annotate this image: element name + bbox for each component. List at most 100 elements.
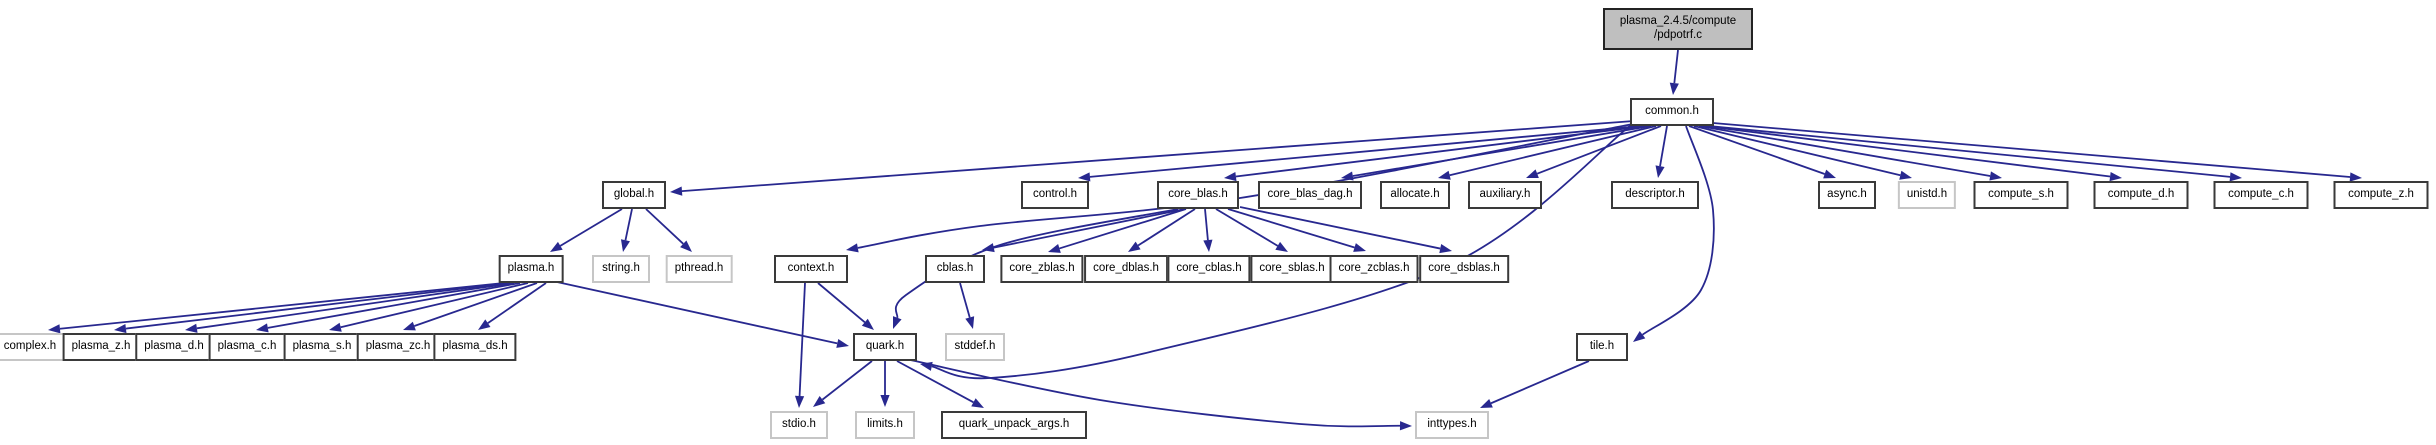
arrowhead-common_h-to-unistd_h	[1899, 170, 1912, 180]
arrowhead-common_h-to-descriptor_h	[1655, 165, 1665, 178]
node-plasma-s-h[interactable]: plasma_s.h	[283, 333, 361, 361]
node-inttypes-h: inttypes.h	[1415, 411, 1489, 439]
edge-global_h-to-plasma_h	[559, 208, 623, 247]
edge-context_h-to-quark_h	[817, 282, 866, 323]
arrowhead-quark_h-to-stdio_h	[813, 395, 826, 407]
node-allocate-h[interactable]: allocate.h	[1380, 181, 1450, 209]
node-core-zblas-h[interactable]: core_zblas.h	[1000, 255, 1084, 283]
edge-common_h-to-auxiliary_h	[1536, 125, 1662, 175]
arrowhead-quark_h-to-inttypes_h	[1399, 421, 1412, 431]
edge-global_h-to-pthread_h	[645, 208, 684, 245]
arrowhead-plasma_h-to-plasma_z_h	[114, 324, 127, 334]
edge-core_blas_h-to-core_dsblas_h	[1239, 206, 1441, 250]
node-async-h[interactable]: async.h	[1818, 181, 1876, 209]
node-core-cblas-h[interactable]: core_cblas.h	[1167, 255, 1251, 283]
arrowhead-context_h-to-quark_h	[861, 318, 874, 330]
node-core-blas-h[interactable]: core_blas.h	[1157, 181, 1239, 209]
node-plasma-c-h[interactable]: plasma_c.h	[208, 333, 286, 361]
edge-plasma_h-to-plasma_z_h	[125, 282, 510, 330]
node-core-dblas-h[interactable]: core_dblas.h	[1084, 255, 1168, 283]
edge-context_h-to-stdio_h	[798, 282, 806, 397]
node-pthread-h: pthread.h	[665, 255, 733, 283]
edge-core_blas_h-to-core_zblas_h	[1059, 208, 1187, 250]
node-quark-h[interactable]: quark.h	[853, 333, 917, 361]
arrowhead-plasma_h-to-plasma_s_h	[329, 322, 342, 332]
node-auxiliary-h[interactable]: auxiliary.h	[1468, 181, 1542, 209]
edge-common_h-to-async_h	[1688, 125, 1825, 175]
edge-common_h-to-compute_z_h	[1712, 122, 2351, 178]
node-plasma-z-h[interactable]: plasma_z.h	[62, 333, 140, 361]
arrowhead-plasma_h-to-plasma_zc_h	[403, 321, 416, 331]
edge-common_h-to-core_blas_dag_h	[1352, 125, 1652, 177]
edge-cblas_h-to-stddef_h	[959, 282, 971, 318]
edge-common_h-to-unistd_h	[1693, 125, 1901, 177]
arrowhead-core_blas_h-to-core_zblas_h	[1048, 244, 1061, 253]
arrowhead-common_h-to-compute_z_h	[2349, 172, 2362, 182]
node-common-h[interactable]: common.h	[1630, 98, 1714, 126]
edge-common_h-to-allocate_h	[1449, 125, 1657, 177]
node-stdio-h: stdio.h	[770, 411, 828, 439]
arrowhead-cblas_h-to-stddef_h	[965, 316, 975, 329]
edge-common_h-to-compute_c_h	[1708, 125, 2231, 178]
node-compute-d-h[interactable]: compute_d.h	[2093, 181, 2189, 209]
node-plasma-zc-h[interactable]: plasma_zc.h	[356, 333, 440, 361]
edge-tile_h-to-inttypes_h	[1490, 360, 1590, 405]
arrowhead-global_h-to-pthread_h	[680, 240, 692, 252]
node-global-h[interactable]: global.h	[602, 181, 666, 209]
node-label-line: /pdpotrf.c	[1654, 29, 1702, 41]
node-label-line: plasma_2.4.5/compute	[1619, 15, 1737, 28]
arrowhead-global_h-to-plasma_h	[550, 241, 563, 252]
edge-core_blas_h-to-core_dblas_h	[1137, 208, 1196, 247]
node-descriptor-h[interactable]: descriptor.h	[1611, 181, 1699, 209]
node-cblas-h[interactable]: cblas.h	[925, 255, 985, 283]
node-quark-unpack-args-h[interactable]: quark_unpack_args.h	[941, 411, 1087, 439]
edge-common_h-to-global_h	[681, 120, 1635, 193]
edge-core_blas_h-to-core_zcblas_h	[1227, 208, 1355, 249]
edge-common_h-to-quark_h	[931, 124, 1632, 380]
arrowhead-plasma_h-to-plasma_ds_h	[478, 319, 491, 330]
arrowhead-context_h-to-stdio_h	[794, 395, 805, 408]
node-compute-s-h[interactable]: compute_s.h	[1973, 181, 2069, 209]
edge-common_h-to-tile_h	[1641, 125, 1715, 336]
node-compute-z-h[interactable]: compute_z.h	[2333, 181, 2429, 209]
node-core-blas-dag-h[interactable]: core_blas_dag.h	[1258, 181, 1362, 209]
node-compute-c-h[interactable]: compute_c.h	[2213, 181, 2309, 209]
edge-quark_h-to-inttypes_h	[905, 358, 1401, 428]
node-complex-h: complex.h	[0, 333, 66, 361]
node-string-h: string.h	[592, 255, 650, 283]
node-stddef-h: stddef.h	[945, 333, 1005, 361]
arrowhead-common_h-to-context_h	[846, 243, 859, 253]
arrowhead-common_h-to-compute_d_h	[2109, 171, 2122, 182]
edge-plasma_h-to-complex_h	[59, 282, 505, 330]
node-unistd-h: unistd.h	[1897, 181, 1957, 209]
node-tile-h[interactable]: tile.h	[1576, 333, 1628, 361]
arrowhead-core_blas_h-to-core_dblas_h	[1128, 241, 1141, 252]
node-core-dsblas-h[interactable]: core_dsblas.h	[1419, 255, 1509, 283]
node-plasma-d-h[interactable]: plasma_d.h	[135, 333, 213, 361]
arrowhead-common_h-to-allocate_h	[1438, 170, 1451, 180]
arrowhead-common_h-to-tile_h	[1633, 331, 1646, 342]
arrowhead-common_h-to-core_blas_h	[1224, 171, 1237, 182]
arrowhead-core_blas_h-to-quark_h	[892, 316, 902, 329]
arrowhead-plasma_h-to-plasma_c_h	[256, 323, 269, 333]
arrowhead-quark_h-to-quark_unpack_args_h	[971, 398, 984, 408]
edge-global_h-to-string_h	[624, 208, 633, 241]
edge-quark_h-to-stdio_h	[821, 360, 873, 401]
edge-plasma_h-to-plasma_d_h	[196, 282, 515, 330]
arrowhead-common_h-to-async_h	[1823, 169, 1836, 179]
arrowhead-plasma_h-to-complex_h	[48, 324, 61, 334]
node-plasma-ds-h[interactable]: plasma_ds.h	[433, 333, 517, 361]
node-limits-h: limits.h	[855, 411, 915, 439]
node-core-sblas-h[interactable]: core_sblas.h	[1250, 255, 1334, 283]
edge-plasma_h-to-plasma_zc_h	[414, 282, 538, 327]
arrowhead-core_blas_h-to-core_dsblas_h	[1439, 244, 1452, 254]
node-control-h[interactable]: control.h	[1021, 181, 1089, 209]
node-core-zcblas-h[interactable]: core_zcblas.h	[1329, 255, 1419, 283]
arrowhead-plasma_h-to-quark_h	[836, 338, 849, 348]
node-context-h[interactable]: context.h	[774, 255, 848, 283]
arrowhead-core_blas_h-to-core_sblas_h	[1275, 241, 1288, 252]
node-plasma-h[interactable]: plasma.h	[498, 255, 564, 283]
edge-plasma_h-to-plasma_ds_h	[487, 282, 547, 324]
